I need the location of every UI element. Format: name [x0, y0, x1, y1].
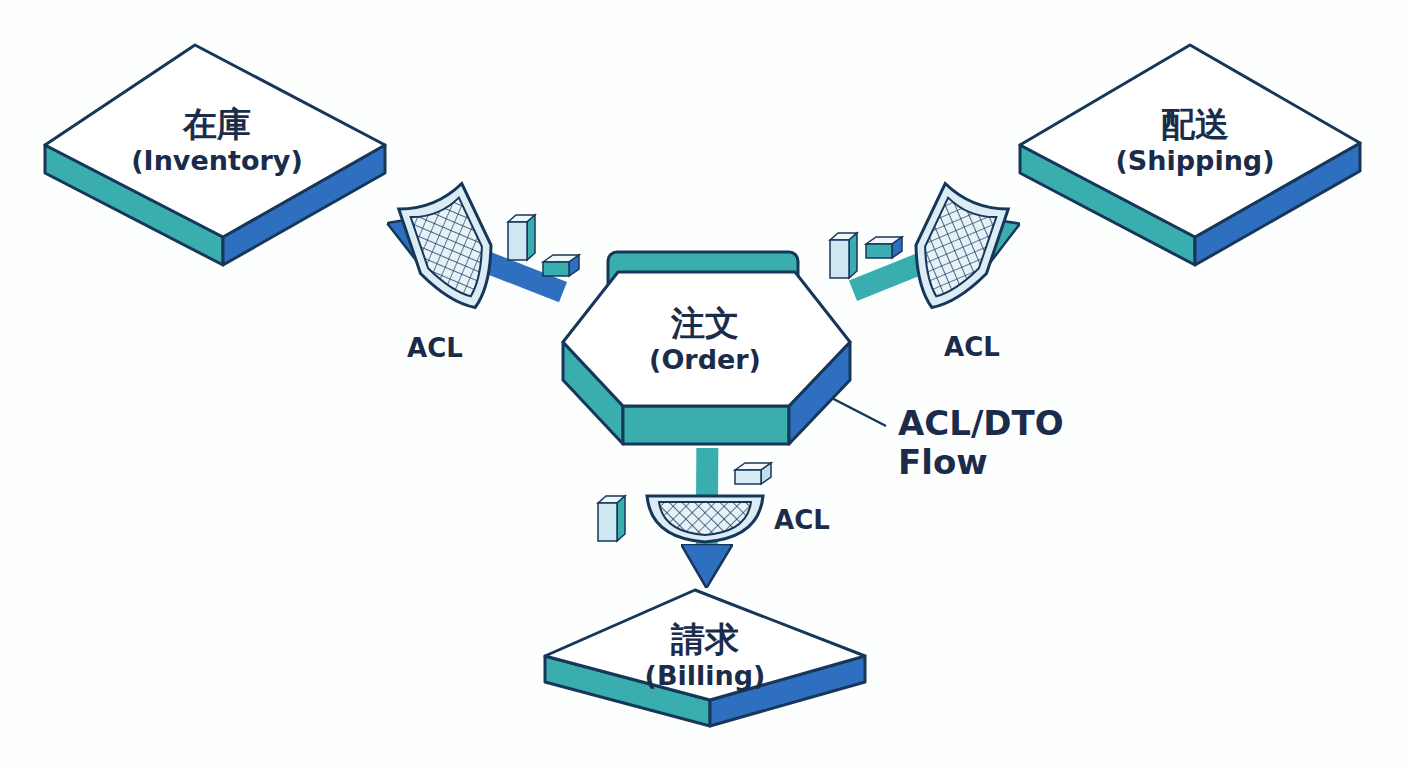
flow-arrow [696, 448, 719, 546]
edge-label: ACL [944, 332, 1000, 362]
data-packet [543, 255, 579, 276]
slab-top [1020, 45, 1360, 237]
node-text: 配送(Shipping) [1045, 104, 1345, 177]
slab-top [545, 590, 865, 700]
context-slab: 在庫(Inventory) [45, 45, 387, 267]
flow-arrow [853, 239, 981, 290]
node-subtitle: (Inventory) [67, 145, 367, 177]
data-packet [735, 463, 771, 484]
data-packet [508, 215, 535, 260]
hexagon-side [623, 406, 789, 444]
context-slab: 配送(Shipping) [1020, 45, 1362, 265]
acl-filter [647, 496, 763, 542]
node-text: 在庫(Inventory) [67, 104, 367, 177]
node-title: 請求 [555, 619, 855, 660]
node-subtitle: (Order) [555, 344, 855, 376]
slab-top [45, 45, 385, 237]
edge-label: ACL [407, 333, 463, 363]
acl-shield [395, 182, 510, 322]
node-title: 在庫 [67, 104, 367, 145]
data-packet [830, 233, 857, 278]
node-title: 注文 [555, 303, 855, 344]
context-slab: 請求(Billing) [545, 588, 867, 728]
data-packet [598, 496, 625, 541]
data-packet [866, 237, 902, 258]
node-subtitle: (Billing) [555, 660, 855, 692]
node-text: 請求(Billing) [555, 619, 855, 692]
node-subtitle: (Shipping) [1045, 145, 1345, 177]
node-text: 注文(Order) [555, 303, 855, 376]
edge-label: ACL [774, 505, 830, 535]
flow-arrow [426, 238, 563, 292]
acl-shield [897, 182, 1012, 322]
annotation-label: ACL/DTO Flow [898, 404, 1068, 482]
core-context-hexagon: 注文(Order) [563, 250, 853, 448]
node-title: 配送 [1045, 104, 1345, 145]
